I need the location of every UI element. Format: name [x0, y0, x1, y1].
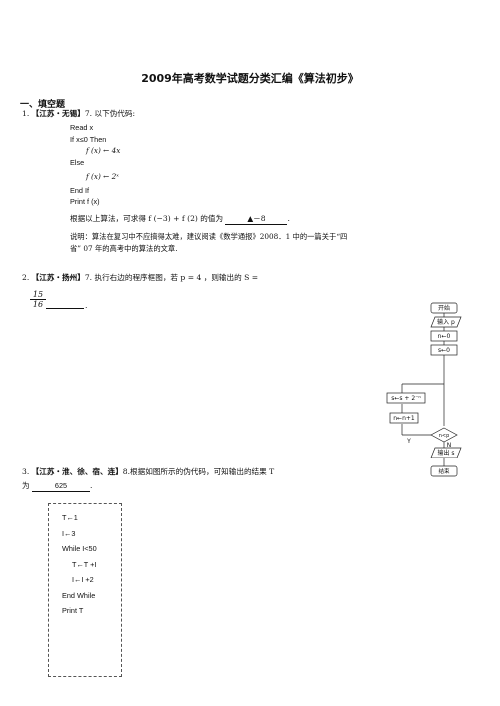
flowchart-output-label: 输出 s	[437, 449, 454, 457]
question-2-period: .	[85, 301, 88, 310]
code-line: Print T	[62, 606, 84, 615]
question-1-number: 1.	[22, 109, 30, 118]
question-2-number: 2.	[22, 273, 30, 282]
question-1-header: 1. 【江苏・无锡】7. 以下伪代码:	[22, 108, 135, 119]
question-2-header: 2. 【江苏・扬州】7. 执行右边的程序框图，若 p = 4 ，则输出的 S =	[22, 272, 258, 283]
flowchart-start-label: 开始	[438, 304, 450, 312]
document-title: 2009年高考数学试题分类汇编《算法初步》	[141, 72, 359, 85]
question-3-number: 3.	[22, 467, 30, 476]
question-2-answer-fraction: 15 16	[30, 290, 46, 309]
question-3-text: 8.根据如图所示的伪代码，可知输出的结果 T	[122, 467, 275, 476]
flowchart-update-s-node	[386, 392, 426, 404]
code-line: Else	[70, 157, 85, 167]
code-line: I←3	[62, 528, 76, 538]
program-flowchart: 开始 输入 p n←0 s←0 n<p s←s + 2⁻ⁿ n←n+1 Y N …	[386, 302, 462, 458]
flowchart-decision-label: n<p	[439, 433, 450, 439]
code-line: End If	[70, 185, 90, 195]
question-3-source: 【江苏・淮、徐、宿、连】	[31, 467, 123, 476]
code-line: While I<50	[62, 544, 97, 553]
flowchart-yes-label: Y	[406, 438, 411, 445]
question-2-answer-blank	[46, 308, 84, 309]
flowchart-update-n-label: n←n+1	[393, 415, 415, 422]
flowchart-update-n-node	[389, 412, 419, 424]
flowchart-end-label: 结束	[438, 467, 450, 475]
flowchart-end-node	[430, 465, 458, 477]
flowchart-init-n-label: n←0	[438, 333, 451, 340]
question-3-code: T←1 I←3 While I<50 T←T +I I←I +2 End Whi…	[62, 510, 97, 619]
code-line: Read x	[70, 123, 94, 132]
question-3-header: 3. 【江苏・淮、徐、宿、连】8.根据如图所示的伪代码，可知输出的结果 T	[22, 466, 274, 477]
flowchart-no-label: N	[447, 442, 452, 449]
fraction-numerator: 15	[32, 290, 44, 299]
code-line: T←T +I	[72, 559, 97, 569]
flowchart-input-label: 输入 p	[437, 318, 455, 326]
section-heading: 一、填空题	[20, 100, 66, 110]
question-1-answer: ▲－8	[225, 213, 288, 225]
code-line: If x≤0 Then	[70, 134, 107, 144]
code-line: Print f (x)	[70, 197, 100, 206]
question-1-text: 根据以上算法，可求得 f (−3) + f (2) 的值为 ▲－8.	[70, 213, 290, 225]
code-line: f (x) ← 2ˣ	[86, 172, 119, 181]
code-line: End While	[62, 590, 96, 600]
flowchart-update-s-label: s←s + 2⁻ⁿ	[391, 395, 421, 402]
question-3-prefix: 为	[22, 481, 30, 490]
question-1-note-line-2: 省” 07 年的高考中的算法的文章.	[70, 244, 178, 253]
fraction-denominator: 16	[30, 299, 46, 309]
flowchart-input-node	[430, 316, 462, 328]
code-line: f (x) ← 4x	[86, 146, 121, 155]
code-line: T←1	[62, 513, 78, 522]
question-2-source: 【江苏・扬州】	[31, 273, 85, 282]
question-1-note-line-1: 说明：算法在复习中不应搞得太难，建议阅读《数学通报》2008．1 中的一篇关于“…	[70, 232, 348, 241]
question-1-source: 【江苏・无锡】	[31, 109, 85, 118]
question-3-answer: 625	[32, 481, 91, 492]
flowchart-init-s-label: s←0	[438, 347, 450, 354]
question-1-prompt: 根据以上算法，可求得 f (−3) + f (2) 的值为	[70, 214, 224, 223]
question-2-text: 7. 执行右边的程序框图，若 p = 4 ，则输出的 S =	[84, 273, 259, 282]
flowchart-output-node	[430, 447, 462, 458]
code-line: I←I +2	[72, 575, 94, 584]
question-1-label: 7. 以下伪代码:	[84, 109, 136, 118]
question-3-answer-line: 为 625.	[22, 481, 93, 492]
question-3-code-box	[48, 503, 122, 677]
question-1-code: Read x If x≤0 Then f (x) ← 4x Else f (x)…	[70, 122, 120, 208]
flowchart-end-part: 结束	[430, 458, 458, 477]
